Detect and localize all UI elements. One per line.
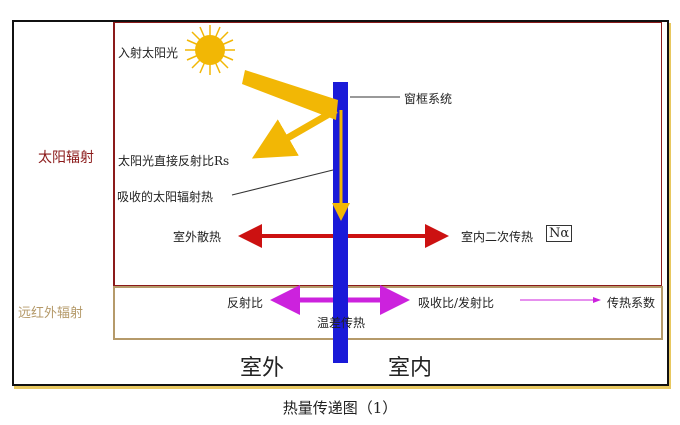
window-frame-system-label: 窗框系统 [404, 92, 453, 106]
outdoor-label: 室外 [240, 356, 285, 381]
heat-transfer-coefficient-label: 传热系数 [607, 296, 656, 310]
outdoor-dissipation-label: 室外散热 [173, 230, 222, 244]
indoor-secondary-label: 室内二次传热 [461, 230, 534, 244]
solar-radiation-label: 太阳辐射 [38, 150, 94, 166]
diagram-caption: 热量传递图（1） [282, 399, 398, 417]
reflected-light-arrow [251, 106, 338, 159]
absorptance-emittance-label: 吸收比/发射比 [418, 296, 495, 310]
temp-diff-transfer-label: 温差传热 [317, 316, 366, 330]
window-frame-bar [333, 82, 348, 363]
absorbed-heat-label: 吸收的太阳辐射热 [117, 190, 214, 204]
far-infrared-label: 远红外辐射 [18, 306, 84, 321]
indoor-label: 室内 [388, 356, 433, 381]
reflectance-label: 反射比 [227, 296, 264, 310]
incident-light-beam [242, 70, 338, 120]
sun-icon [185, 25, 235, 75]
incident-sunlight-label: 入射太阳光 [118, 46, 179, 60]
absorbed-leader-line [231, 169, 334, 196]
direct-reflectance-label: 太阳光直接反射比Rs [118, 154, 230, 168]
n-alpha-box: Nα [546, 225, 573, 242]
diagram-frame [12, 20, 669, 386]
